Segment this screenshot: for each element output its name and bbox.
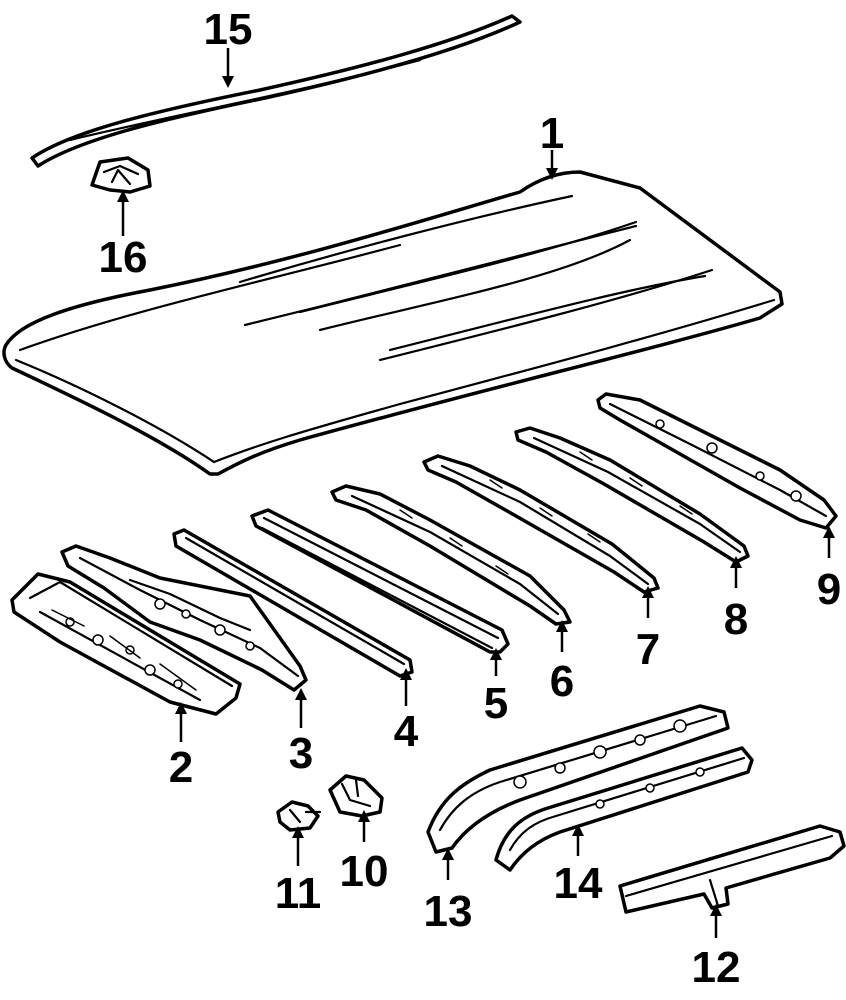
callout-10: 10 (340, 847, 389, 896)
callout-13: 13 (424, 887, 473, 936)
callout-12: 12 (692, 943, 741, 992)
bracket-b (276, 800, 322, 832)
callout-labels: 15 1 16 2 3 4 5 6 7 8 9 10 11 13 14 12 (99, 5, 842, 992)
roof-rail-lower (618, 824, 846, 914)
drip-molding (30, 14, 522, 168)
front-bow (60, 544, 308, 692)
front-header (10, 572, 242, 716)
roof-panel (2, 170, 784, 476)
callout-9: 9 (817, 565, 841, 614)
callout-2: 2 (169, 743, 193, 792)
roof-bow-b (250, 508, 510, 654)
roof-bow-e (514, 426, 750, 564)
rear-header (596, 392, 838, 530)
callout-7: 7 (636, 625, 660, 674)
roof-bow-c (330, 484, 572, 626)
callout-1: 1 (540, 109, 564, 158)
callout-14: 14 (554, 859, 603, 908)
callout-4: 4 (394, 707, 419, 756)
roof-bow-a (172, 528, 414, 678)
leader-lines (117, 48, 835, 938)
roof-rail-outer (494, 746, 754, 872)
callout-5: 5 (484, 679, 508, 728)
callout-11: 11 (275, 869, 322, 918)
callout-15: 15 (204, 5, 253, 54)
callout-8: 8 (724, 595, 748, 644)
callout-6: 6 (550, 657, 574, 706)
callout-3: 3 (289, 729, 313, 778)
rail-bracket (90, 156, 152, 194)
roof-rail-inner (426, 704, 730, 854)
roof-bow-d (422, 454, 660, 594)
callout-16: 16 (99, 233, 148, 282)
bracket-a (328, 774, 384, 818)
